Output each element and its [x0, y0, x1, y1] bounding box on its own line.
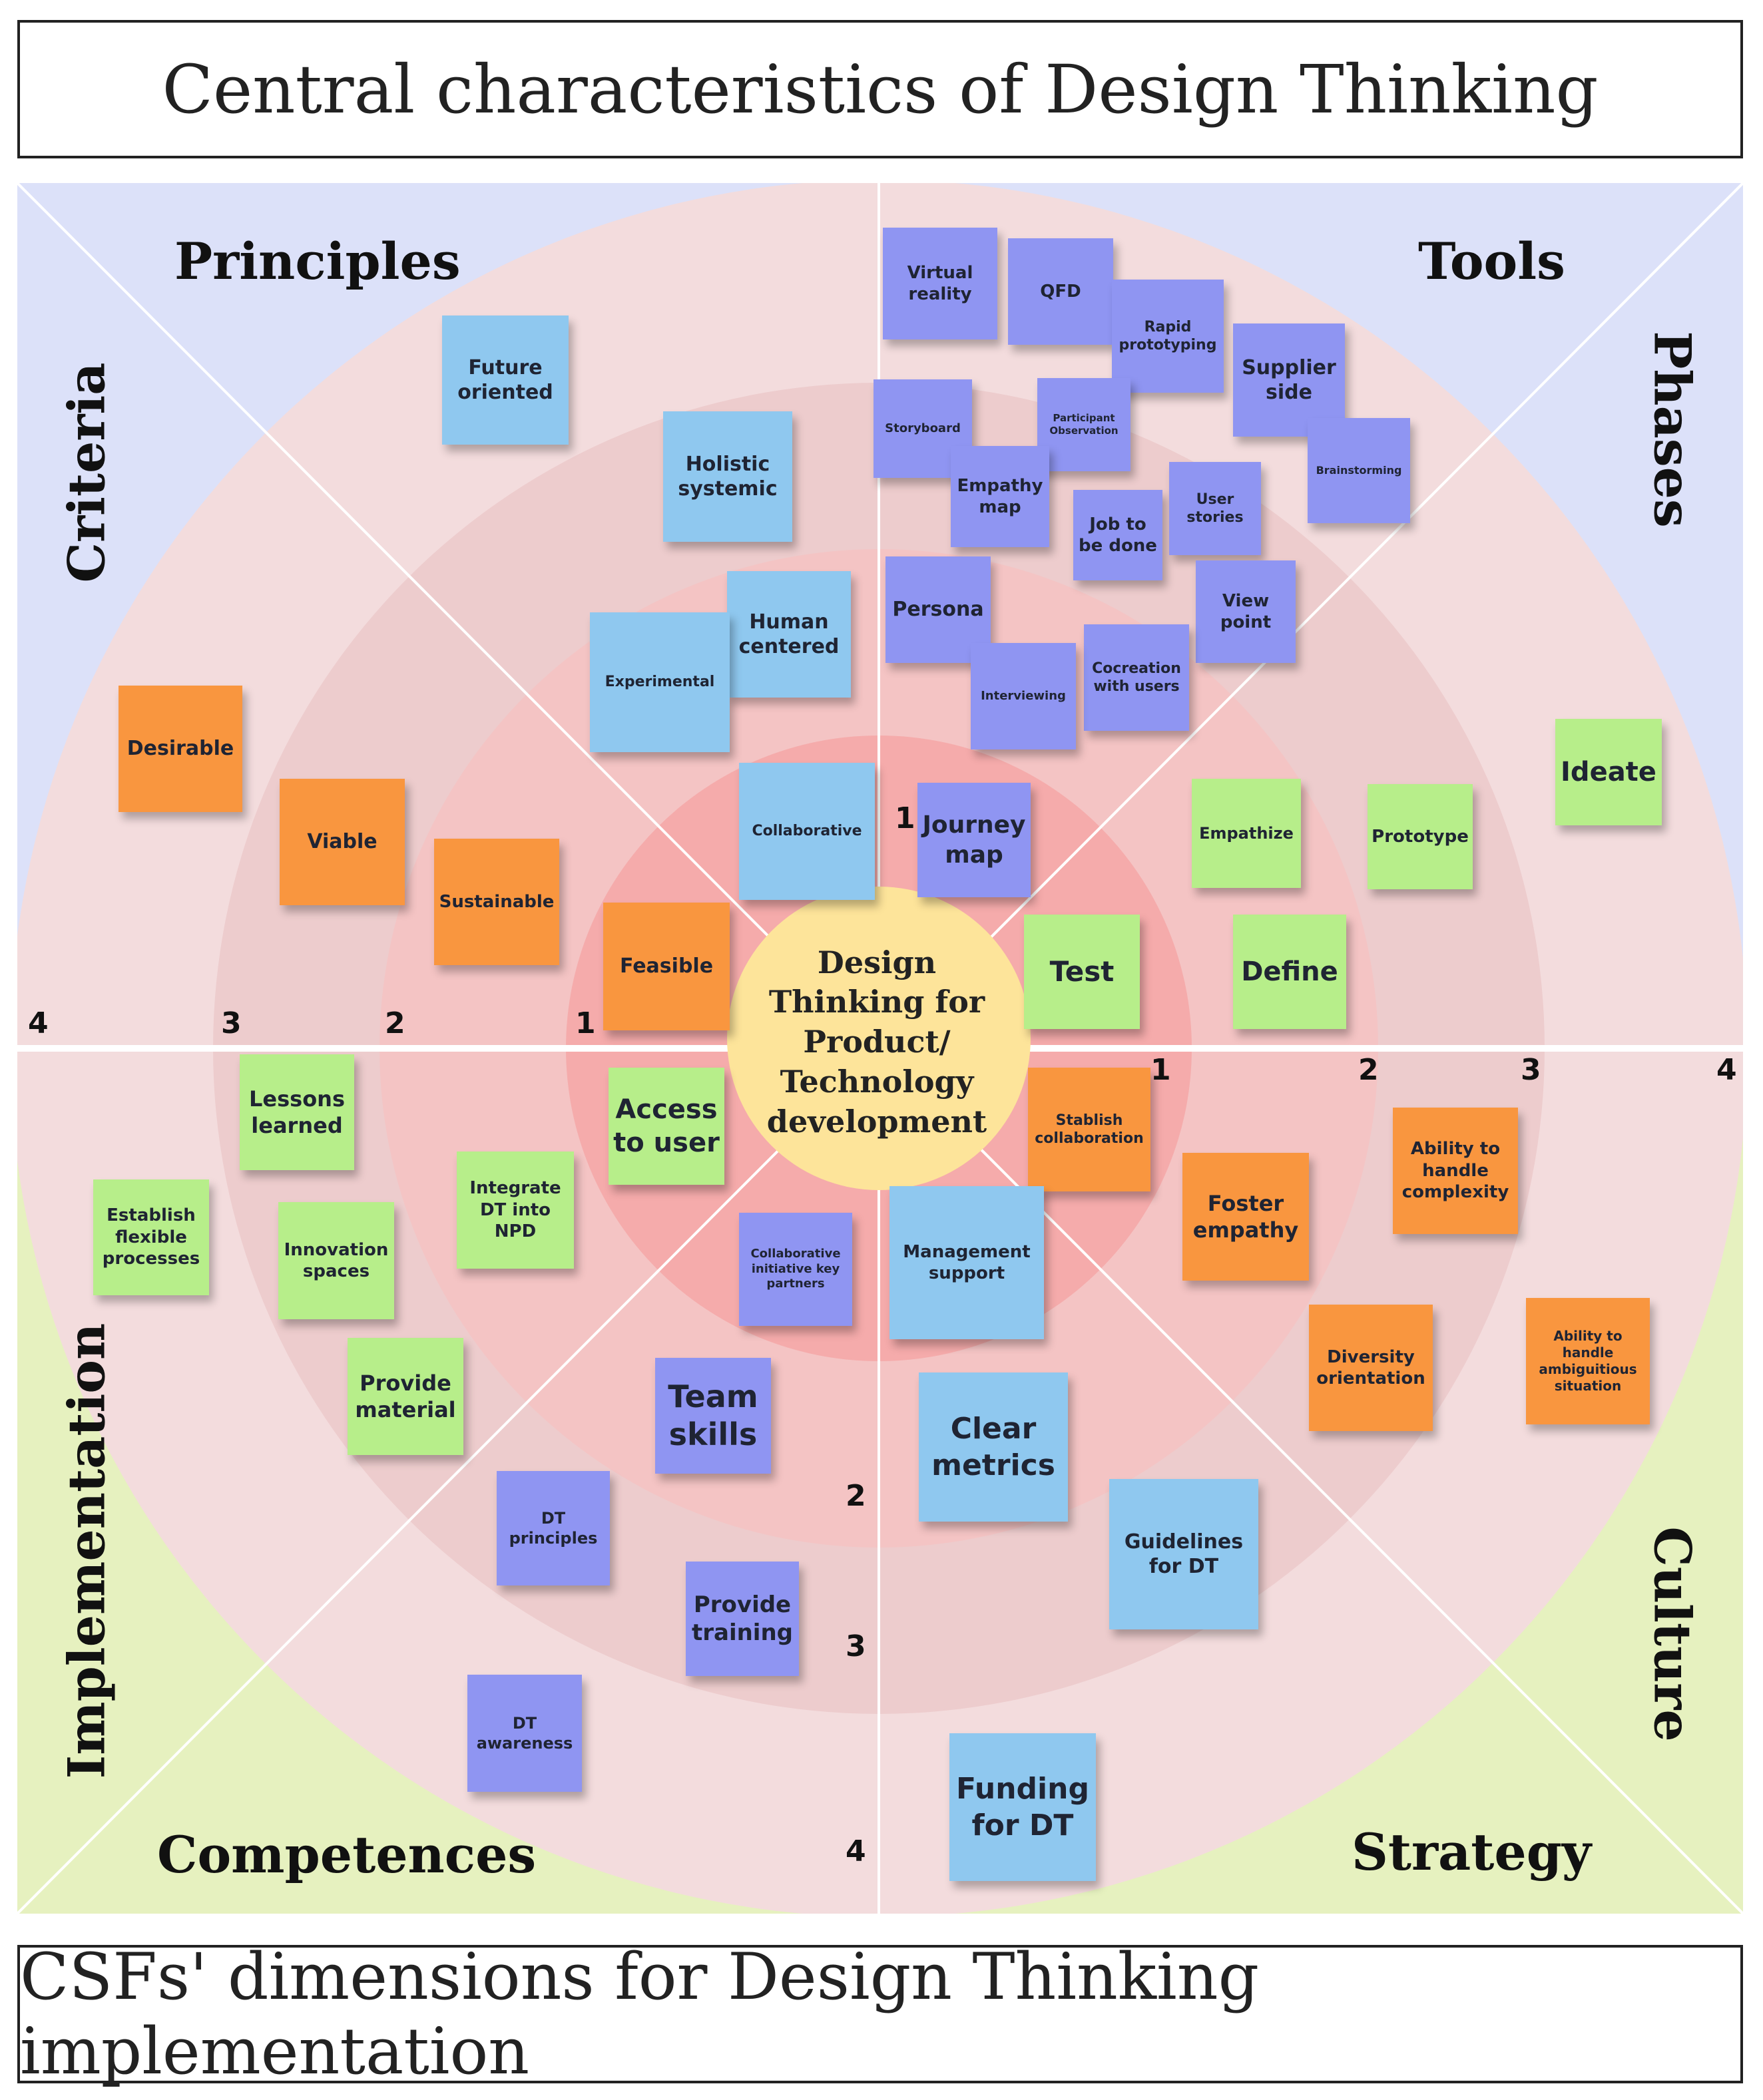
ring-number: 3 — [1521, 1053, 1541, 1087]
ring-number: 2 — [1358, 1053, 1379, 1087]
dimension-principles: Principles — [174, 232, 461, 291]
note-journey-map: Journey map — [917, 783, 1031, 897]
note-funding-for-dt: Funding for DT — [949, 1733, 1096, 1881]
note-integrate-dt-into-npd: Integrate DT into NPD — [457, 1152, 574, 1269]
ring-number: 3 — [221, 1006, 242, 1040]
note-participant-observation: Participant Observation — [1037, 378, 1131, 471]
note-cocreation: Cocreation with users — [1084, 624, 1189, 731]
note-access-to-user: Access to user — [609, 1068, 724, 1185]
note-virtual-reality: Virtual reality — [883, 228, 997, 339]
note-experimental: Experimental — [590, 612, 730, 752]
note-foster-empathy: Foster empathy — [1182, 1153, 1309, 1281]
dimension-implementation: Implementation — [57, 1323, 117, 1779]
note-rapid-prototyping: Rapid prototyping — [1112, 280, 1224, 393]
dimension-phases: Phases — [1642, 331, 1702, 528]
note-empathize: Empathize — [1192, 779, 1301, 888]
note-collaborative-initiative: Collaborative initiative key partners — [739, 1213, 852, 1326]
note-supplier-side: Supplier side — [1233, 323, 1345, 437]
note-prototype: Prototype — [1368, 784, 1473, 889]
note-management-support: Management support — [889, 1186, 1044, 1339]
note-innovation-spaces: Innovation spaces — [278, 1202, 394, 1319]
note-team-skills: Team skills — [655, 1358, 771, 1474]
center-label: Design Thinking for Product/ Technology … — [766, 944, 987, 1140]
note-test: Test — [1024, 915, 1140, 1029]
note-view-point: View point — [1196, 560, 1296, 663]
note-dt-awareness: DT awareness — [467, 1675, 582, 1792]
note-ideate: Ideate — [1555, 719, 1662, 825]
ring-number: 3 — [846, 1629, 866, 1663]
ring-number: 1 — [895, 801, 915, 835]
dimension-tools: Tools — [1418, 232, 1565, 291]
ring-number: 2 — [846, 1479, 866, 1513]
note-human-centered: Human centered — [727, 571, 851, 698]
ring-number: 4 — [28, 1006, 49, 1040]
dimension-culture: Culture — [1642, 1526, 1702, 1742]
note-qfd: QFD — [1008, 238, 1113, 345]
bottom-title: CSFs' dimensions for Design Thinking imp… — [17, 1940, 1743, 2089]
ring-number: 2 — [385, 1006, 405, 1040]
top-title: Central characteristics of Design Thinki… — [17, 20, 1743, 158]
note-lessons-learned: Lessons learned — [240, 1054, 354, 1170]
note-stablish-collaboration: Stablish collaboration — [1028, 1068, 1150, 1191]
note-holistic-systemic: Holistic systemic — [663, 411, 792, 542]
ring-number: 1 — [575, 1006, 596, 1040]
note-job-to-be-done: Job to be done — [1073, 490, 1162, 580]
dimension-competences: Competences — [157, 1825, 537, 1884]
note-diversity-orientation: Diversity orientation — [1309, 1305, 1433, 1431]
dimension-criteria: Criteria — [57, 362, 117, 583]
note-provide-material: Provide material — [348, 1338, 463, 1455]
note-sustainable: Sustainable — [434, 839, 559, 965]
note-ability-to-handle-complexity: Ability to handle complexity — [1393, 1108, 1518, 1234]
ring-number: 4 — [846, 1834, 866, 1868]
note-ability-to-handle-ambiguitious: Ability to handle ambiguitious situation — [1526, 1298, 1650, 1424]
note-future-oriented: Future oriented — [442, 315, 569, 445]
note-guidelines-for-dt: Guidelines for DT — [1109, 1479, 1258, 1629]
note-establish-flexible-processes: Establish flexible processes — [93, 1179, 209, 1295]
note-clear-metrics: Clear metrics — [919, 1372, 1068, 1522]
note-define: Define — [1233, 915, 1346, 1029]
note-dt-principles: DT principles — [497, 1471, 610, 1585]
note-viable: Viable — [280, 779, 405, 905]
dimension-strategy: Strategy — [1352, 1822, 1592, 1882]
note-brainstorming: Brainstorming — [1308, 418, 1410, 523]
ring-number: 4 — [1716, 1053, 1737, 1087]
note-provide-training: Provide training — [686, 1562, 799, 1676]
note-feasible: Feasible — [603, 903, 730, 1030]
note-empathy-map: Empathy map — [951, 446, 1049, 547]
note-collaborative: Collaborative — [739, 763, 875, 900]
note-desirable: Desirable — [119, 686, 242, 812]
note-interviewing: Interviewing — [971, 643, 1076, 749]
note-user-stories: User stories — [1169, 462, 1261, 555]
center-circle — [727, 887, 1031, 1190]
ring-number: 1 — [1150, 1053, 1171, 1087]
